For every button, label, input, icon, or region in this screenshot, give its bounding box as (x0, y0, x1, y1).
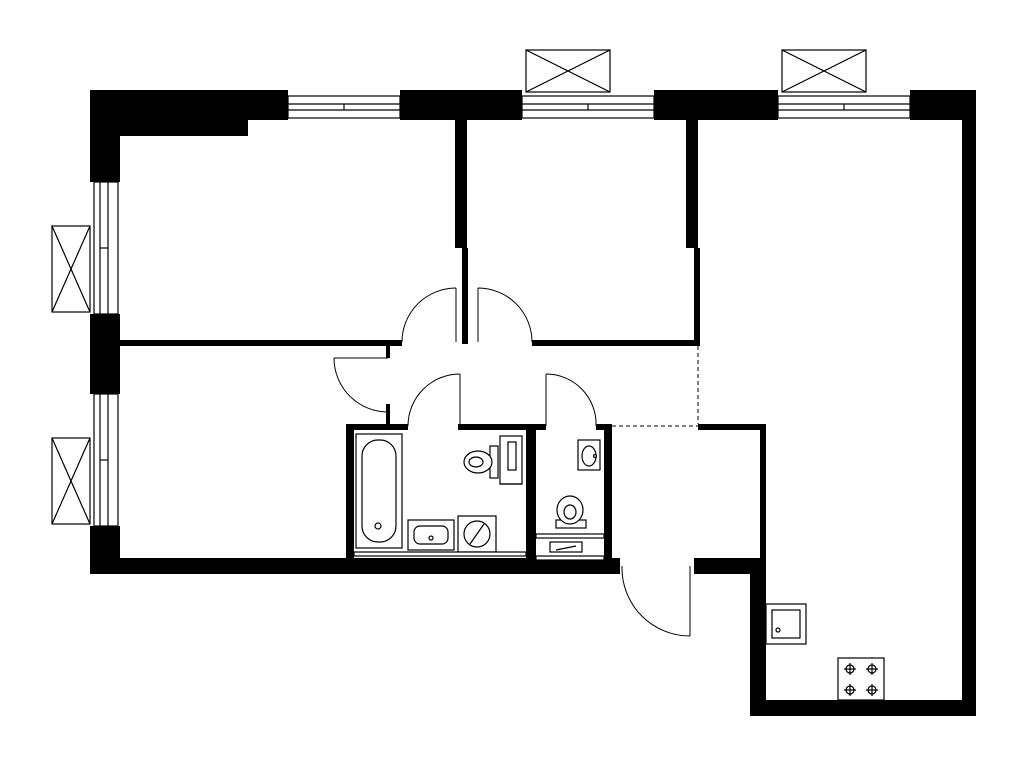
window-icon (777, 95, 911, 119)
walls (90, 90, 976, 716)
door-icon (333, 357, 389, 413)
wall-bottom-right (694, 558, 764, 574)
air-conditioner-icon (51, 225, 91, 313)
doors (333, 287, 699, 637)
wall-room1-bottom (118, 340, 402, 346)
towel-heater (549, 541, 583, 553)
bath-floor-line (353, 551, 527, 557)
towel-heater (499, 435, 523, 485)
window-icon (287, 95, 401, 119)
kitchen-sink-icon (765, 603, 807, 645)
air-conditioner-icon (51, 437, 91, 525)
wall-top-1b (90, 118, 248, 136)
sink-icon (407, 519, 455, 551)
stove-icon (837, 657, 885, 701)
door-icon (407, 373, 461, 427)
window-icon (93, 393, 119, 527)
wall-divider-room2-kitchen-lower (694, 248, 700, 346)
air-conditioner-icon (781, 49, 867, 93)
wall-hall-right (698, 424, 766, 430)
wall-bath-top-2 (458, 424, 538, 430)
wall-divider-room1-room2 (455, 118, 467, 248)
wall-bath-wc (526, 424, 536, 564)
door-icon (545, 373, 597, 427)
wall-left-2 (90, 314, 120, 394)
wall-divider-room2-kitchen (686, 118, 698, 248)
wall-room2-bottom (532, 340, 700, 346)
door-icon (477, 287, 533, 343)
wall-top-2 (400, 90, 522, 120)
bathtub-icon (355, 433, 403, 549)
wall-bath-left (346, 424, 354, 564)
door-icon (621, 565, 691, 637)
wc-floor-line (535, 533, 605, 539)
wall-kitchen-left (750, 558, 766, 716)
wall-wc-right (604, 424, 612, 564)
wall-hall-right-v (760, 424, 766, 574)
wall-divider-room1-room2-lower (462, 248, 468, 344)
wall-room3-right (386, 344, 390, 358)
wall-top-3 (654, 90, 778, 120)
air-conditioners (51, 49, 867, 525)
wall-wc-top (536, 424, 546, 430)
washing-machine-icon (457, 515, 497, 553)
kitchen-fixtures (765, 603, 885, 701)
wall-room3-right-lower (386, 404, 390, 424)
wc-floor-line (535, 555, 605, 561)
windows (93, 95, 911, 527)
window-icon (521, 95, 655, 119)
wall-left-1 (90, 90, 120, 182)
wall-kitchen-bottom (750, 700, 976, 716)
door-icon (401, 287, 457, 343)
toilet-icon (555, 495, 587, 529)
fixtures (353, 433, 605, 561)
window-icon (93, 181, 119, 315)
sink-icon (577, 439, 601, 471)
wall-right (962, 90, 976, 716)
toilet-icon (463, 445, 499, 479)
wall-bath-top (346, 424, 408, 430)
air-conditioner-icon (525, 49, 611, 93)
wall-top-1 (90, 90, 288, 120)
wall-bottom-left (90, 558, 620, 574)
